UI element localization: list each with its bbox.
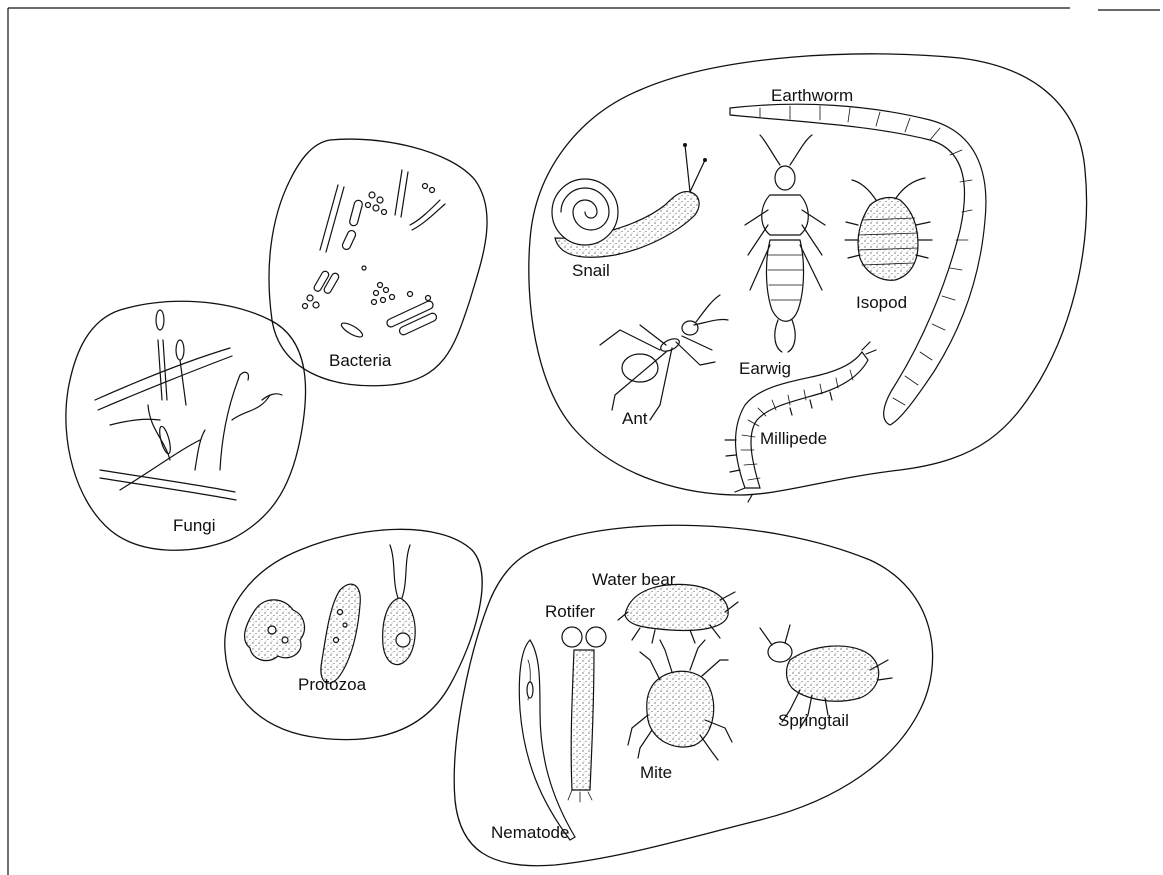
ant-icon	[600, 295, 728, 420]
rotifer-label: Rotifer	[545, 602, 595, 621]
nematode-label: Nematode	[491, 823, 569, 842]
fungi-outline	[66, 301, 306, 550]
isopod-icon	[845, 178, 932, 280]
water-bear-icon	[618, 584, 738, 643]
nematode-icon	[519, 640, 575, 840]
fungi-label: Fungi	[173, 516, 216, 535]
paramecium-icon	[321, 584, 360, 683]
fungi-group: Fungi	[66, 301, 306, 550]
bacteria-cells-icon	[303, 170, 446, 339]
mite-label: Mite	[640, 763, 672, 782]
ant-label: Ant	[622, 409, 648, 428]
fungal-hyphae-icon	[95, 310, 282, 500]
bacteria-outline	[269, 139, 487, 386]
macrofauna-group: Earthworm Snail Earwig Isopod	[529, 54, 1087, 502]
flagellate-icon	[383, 545, 416, 665]
protozoa-group: Protozoa	[225, 529, 482, 739]
millipede-label: Millipede	[760, 429, 827, 448]
protozoa-label: Protozoa	[298, 675, 367, 694]
snail-icon	[552, 143, 707, 257]
earwig-icon	[745, 135, 825, 352]
mite-icon	[628, 640, 732, 760]
earwig-label: Earwig	[739, 359, 791, 378]
bacteria-label: Bacteria	[329, 351, 392, 370]
amoeba-icon	[245, 600, 305, 661]
mesofauna-group: Water bear Rotifer Nematode Mite Springt…	[454, 525, 932, 865]
earthworm-label: Earthworm	[771, 86, 853, 105]
water-bear-label: Water bear	[592, 570, 676, 589]
rotifer-icon	[562, 627, 606, 802]
isopod-label: Isopod	[856, 293, 907, 312]
bacteria-group: Bacteria	[269, 139, 487, 386]
snail-label: Snail	[572, 261, 610, 280]
springtail-label: Springtail	[778, 711, 849, 730]
